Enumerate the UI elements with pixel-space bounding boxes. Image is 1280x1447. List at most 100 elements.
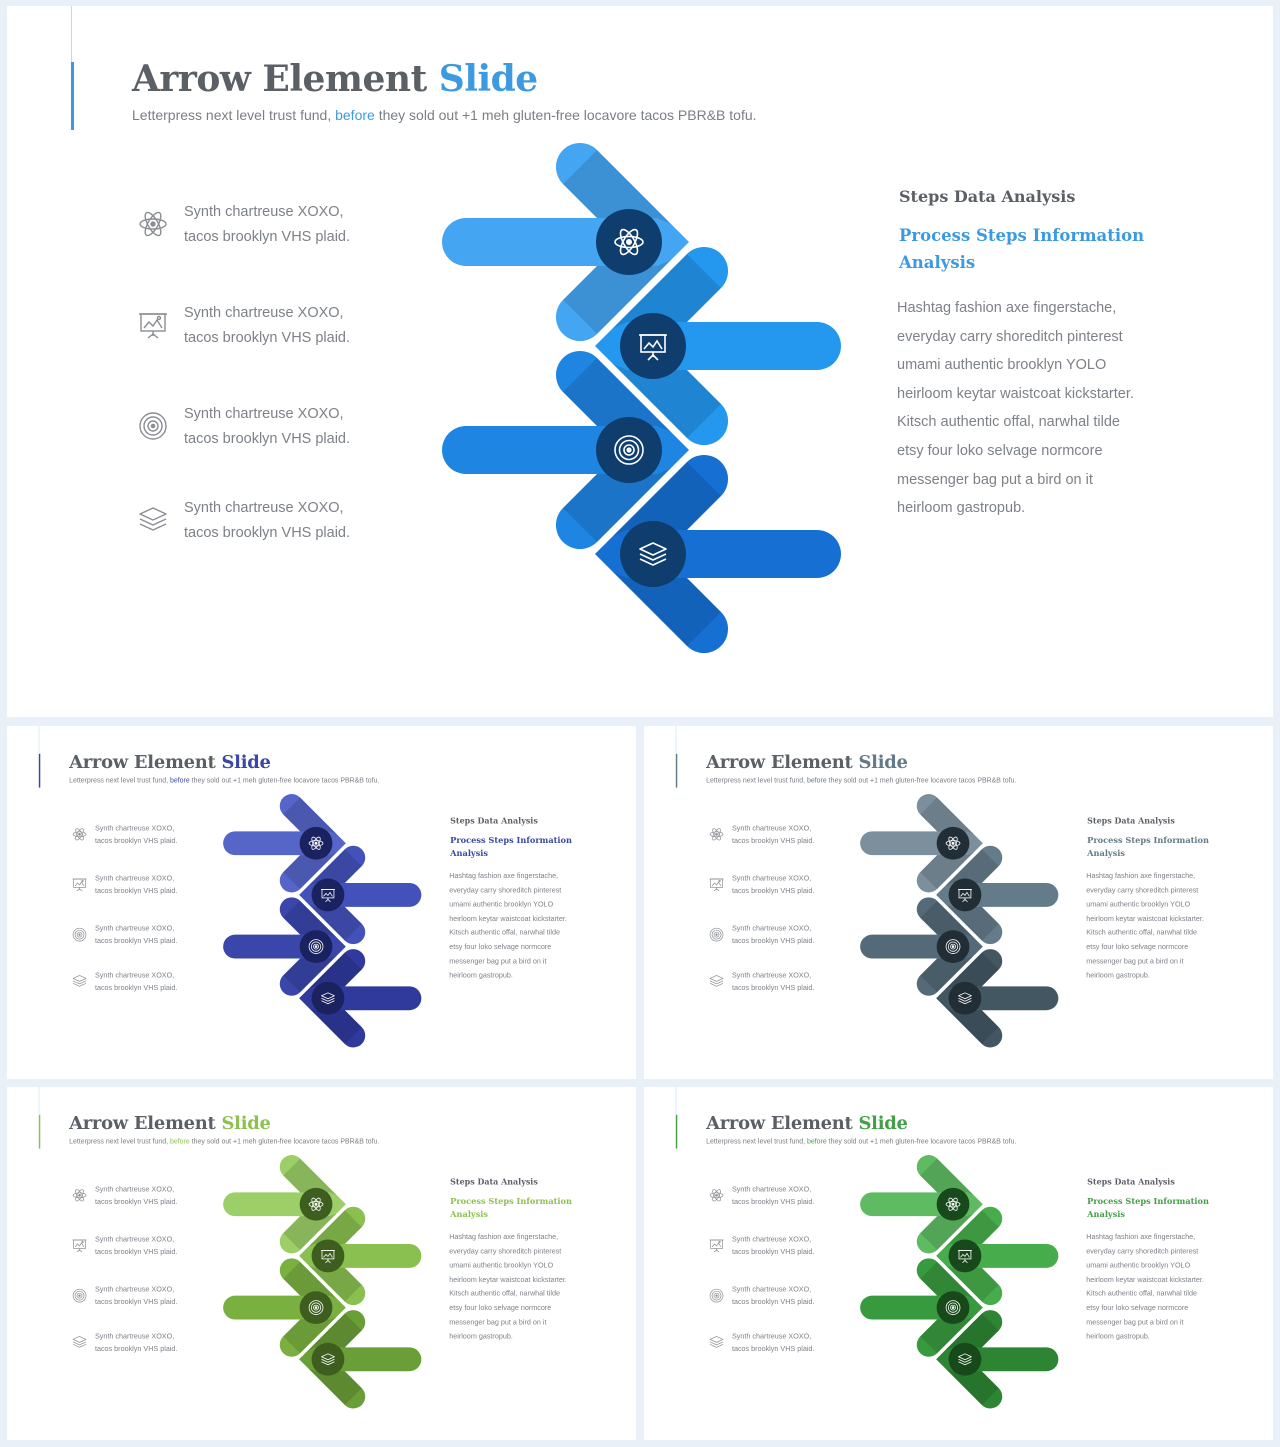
right-heading: Steps Data Analysis <box>450 815 538 826</box>
right-subheading: Process Steps Information Analysis <box>899 226 1145 272</box>
right-heading: Steps Data Analysis <box>1087 815 1175 826</box>
left-item-text: Synth chartreuse XOXO,tacos brooklyn VHS… <box>731 971 815 992</box>
atom-icon <box>709 826 725 842</box>
left-item-text: Synth chartreuse XOXO,tacos brooklyn VHS… <box>94 1285 178 1307</box>
layers-icon <box>321 1353 335 1366</box>
arrow-step-2 <box>595 246 841 446</box>
presentation-board-icon <box>72 1238 88 1254</box>
arrow-step-2 <box>936 1206 1059 1306</box>
left-item-text: Synth chartreuse XOXO,tacos brooklyn VHS… <box>731 1285 815 1307</box>
target-icon <box>308 939 324 954</box>
title-accent: Slide <box>221 751 271 773</box>
target-icon <box>72 927 88 943</box>
presentation-board-icon <box>321 1250 335 1264</box>
left-item-text: Synth chartreuse XOXO,tacos brooklyn VHS… <box>94 924 178 946</box>
right-subheading: Process Steps Information Analysis <box>1087 835 1209 859</box>
slide-blue: Arrow Element Slide Letterpress next lev… <box>7 6 1273 717</box>
arrow-diagram <box>860 1155 1059 1409</box>
left-item-2: Synth chartreuse XOXO,tacos brooklyn VHS… <box>72 873 201 899</box>
atom-icon <box>614 228 644 256</box>
target-icon <box>72 1288 88 1304</box>
left-item-1: Synth chartreuse XOXO,tacos brooklyn VHS… <box>72 822 201 848</box>
arrow-step-4 <box>299 1310 422 1409</box>
subtitle-text: Letterpress next level trust fund, <box>69 776 169 785</box>
left-item-4: Synth chartreuse XOXO,tacos brooklyn VHS… <box>72 969 201 995</box>
arrow-step-4 <box>595 454 841 654</box>
left-item-text: Synth chartreuse XOXO,tacos brooklyn VHS… <box>731 924 815 946</box>
left-item-text: Synth chartreuse XOXO,tacos brooklyn VHS… <box>731 874 815 895</box>
right-subheading: Process Steps Information Analysis <box>1087 1196 1209 1220</box>
title-main: Arrow Element <box>706 751 853 773</box>
subtitle-text: Letterpress next level trust fund, <box>69 1137 169 1146</box>
title-main: Arrow Element <box>706 1112 853 1134</box>
slide-content: Arrow Element Slide Letterpress next lev… <box>7 1087 636 1440</box>
slide-content: Arrow Element Slide Letterpress next lev… <box>7 6 1273 717</box>
atom-icon <box>945 1197 961 1211</box>
right-heading: Steps Data Analysis <box>899 187 1076 206</box>
arrow-diagram <box>223 1155 422 1409</box>
left-item-3: Synth chartreuse XOXO,tacos brooklyn VHS… <box>709 923 838 949</box>
arrow-diagram <box>223 794 422 1048</box>
presentation-board-icon <box>72 877 88 893</box>
title-main: Arrow Element <box>132 58 427 100</box>
title-accent: Slide <box>858 1112 908 1134</box>
left-item-4: Synth chartreuse XOXO,tacos brooklyn VHS… <box>72 1330 201 1356</box>
arrow-step-1 <box>223 1155 346 1254</box>
slide-title: Arrow Element Slide <box>706 752 908 773</box>
subtitle-accent: before <box>170 1137 190 1146</box>
atom-icon <box>72 826 88 842</box>
presentation-board-icon <box>709 1238 725 1254</box>
slide-subtitle: Letterpress next level trust fund, befor… <box>132 107 757 123</box>
title-accent: Slide <box>221 1112 271 1134</box>
arrow-step-3 <box>860 1258 983 1357</box>
target-icon <box>945 939 961 954</box>
arrow-step-4 <box>936 949 1059 1048</box>
left-item-3: Synth chartreuse XOXO,tacos brooklyn VHS… <box>137 402 397 454</box>
slide-subtitle: Letterpress next level trust fund, befor… <box>706 1137 1016 1145</box>
left-item-1: Synth chartreuse XOXO,tacos brooklyn VHS… <box>137 200 397 252</box>
right-subheading: Process Steps Information Analysis <box>450 1196 572 1220</box>
slide-content: Arrow Element Slide Letterpress next lev… <box>644 726 1273 1079</box>
arrow-step-3 <box>860 897 983 996</box>
atom-icon <box>72 1187 88 1203</box>
subtitle-text: Letterpress next level trust fund, <box>706 1137 806 1146</box>
left-item-text: Synth chartreuse XOXO,tacos brooklyn VHS… <box>94 824 178 845</box>
arrow-step-3 <box>442 350 689 550</box>
layers-icon <box>639 542 667 566</box>
presentation-board-icon <box>958 889 972 903</box>
layers-icon <box>958 992 972 1005</box>
left-item-2: Synth chartreuse XOXO,tacos brooklyn VHS… <box>709 873 838 899</box>
atom-icon <box>137 208 169 240</box>
left-item-3: Synth chartreuse XOXO,tacos brooklyn VHS… <box>72 923 201 949</box>
arrow-step-3 <box>223 897 346 996</box>
subtitle-accent: before <box>170 776 190 785</box>
slide-subtitle: Letterpress next level trust fund, befor… <box>69 1137 379 1145</box>
left-item-text: Synth chartreuse XOXO,tacos brooklyn VHS… <box>184 406 351 447</box>
left-item-text: Synth chartreuse XOXO,tacos brooklyn VHS… <box>184 305 351 346</box>
title-main: Arrow Element <box>69 1112 216 1134</box>
target-icon <box>709 1288 725 1304</box>
subtitle-accent: before <box>807 1137 827 1146</box>
subtitle-text: Letterpress next level trust fund, <box>706 776 806 785</box>
right-body-text: Hashtag fashion axe fingerstache, everyd… <box>1086 1233 1204 1341</box>
title-accent: Slide <box>858 751 908 773</box>
left-item-text: Synth chartreuse XOXO,tacos brooklyn VHS… <box>94 971 178 992</box>
target-icon <box>614 435 644 465</box>
left-item-text: Synth chartreuse XOXO,tacos brooklyn VHS… <box>94 1185 178 1206</box>
atom-icon <box>308 836 324 850</box>
arrow-step-1 <box>860 794 983 893</box>
right-heading: Steps Data Analysis <box>450 1176 538 1187</box>
slide-indigo: Arrow Element Slide Letterpress next lev… <box>7 726 636 1079</box>
left-item-2: Synth chartreuse XOXO,tacos brooklyn VHS… <box>72 1234 201 1260</box>
slide-title: Arrow Element Slide <box>69 1113 271 1134</box>
atom-icon <box>945 836 961 850</box>
left-item-1: Synth chartreuse XOXO,tacos brooklyn VHS… <box>709 822 838 848</box>
title-main: Arrow Element <box>69 751 216 773</box>
layers-icon <box>72 973 88 989</box>
layers-icon <box>321 992 335 1005</box>
layers-icon <box>137 504 169 536</box>
left-item-4: Synth chartreuse XOXO,tacos brooklyn VHS… <box>709 969 838 995</box>
slide-title: Arrow Element Slide <box>132 58 538 100</box>
slide-slate: Arrow Element Slide Letterpress next lev… <box>644 726 1273 1079</box>
right-body-text: Hashtag fashion axe fingerstache, everyd… <box>897 300 1134 517</box>
